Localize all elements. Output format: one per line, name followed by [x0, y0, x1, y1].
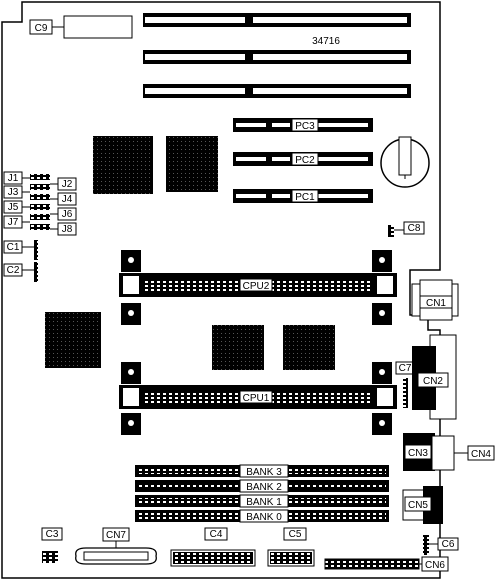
cn2-label: CN2 — [423, 376, 443, 387]
pci-label-pc3: PC3 — [295, 121, 315, 132]
battery — [380, 136, 430, 188]
isa-slots — [143, 13, 411, 98]
cn3-label: CN3 — [408, 448, 428, 459]
memory-bank-3: BANK 3 — [135, 464, 389, 478]
jumper-j3: J3 — [8, 187, 19, 198]
c8-connector: C8 — [388, 221, 425, 237]
c5-connector: C5 — [267, 527, 315, 567]
bank-label-0: BANK 0 — [246, 512, 282, 523]
chip — [166, 136, 218, 192]
cn5-port: CN5 — [402, 486, 443, 524]
cn6-label: CN6 — [425, 560, 445, 571]
pci-label-pc1: PC1 — [295, 192, 315, 203]
memory-bank-0: BANK 0 — [135, 509, 389, 523]
cpu1-label: CPU1 — [243, 393, 270, 404]
jumper-j7: J7 — [8, 217, 19, 228]
c7-label: C7 — [399, 363, 412, 374]
pci-label-pc2: PC2 — [295, 155, 315, 166]
c1-label: C1 — [7, 242, 20, 253]
cpu-socket-cpu2: CPU2 — [119, 250, 397, 325]
cn1-port: CN1 — [411, 279, 459, 321]
cn5-label: CN5 — [408, 500, 428, 511]
jumper-j8: J8 — [62, 224, 73, 235]
cn7-port: CN7 — [75, 527, 157, 565]
c4-connector: C4 — [170, 527, 256, 567]
jumper-j4: J4 — [62, 194, 73, 205]
bank-label-3: BANK 3 — [246, 467, 282, 478]
c1-connector: C1 — [3, 240, 38, 260]
pci-slots: PC3 PC2 PC1 — [233, 118, 373, 203]
memory-bank-1: BANK 1 — [135, 494, 389, 508]
pci-slot-pc3: PC3 — [233, 118, 373, 132]
c9-connector: C9 — [29, 15, 133, 39]
jumper-block: J1 J3 J5 J7 J2 J4 J6 J8 — [3, 171, 77, 236]
c8-label: C8 — [408, 223, 421, 234]
c3-connector: C3 — [41, 527, 63, 563]
cpu-socket-cpu1: CPU1 — [119, 362, 397, 435]
cn1-label: CN1 — [426, 298, 446, 309]
cn4-port: CN4 — [431, 435, 495, 471]
jumper-j2: J2 — [62, 179, 73, 190]
c4-label: C4 — [210, 529, 223, 540]
cn3-port: CN3 — [403, 433, 435, 471]
cpu2-label: CPU2 — [243, 281, 270, 292]
c3-label: C3 — [46, 529, 59, 540]
bank-label-1: BANK 1 — [246, 497, 282, 508]
memory-banks: BANK 3 BANK 2 BANK 1 BANK 0 — [135, 464, 389, 523]
jumper-j6: J6 — [62, 209, 73, 220]
cn6-port: CN6 — [324, 556, 449, 572]
bank-label-2: BANK 2 — [246, 482, 282, 493]
pci-slot-pc2: PC2 — [233, 152, 373, 166]
c6-connector: C6 — [423, 535, 459, 555]
c9-label: C9 — [35, 23, 48, 34]
part-number: 34716 — [312, 36, 340, 47]
c6-label: C6 — [442, 539, 455, 550]
cn2-port: CN2 — [412, 334, 457, 420]
c7-connector: C7 — [395, 361, 415, 408]
pci-slot-pc1: PC1 — [233, 189, 373, 203]
memory-bank-2: BANK 2 — [135, 479, 389, 493]
c5-label: C5 — [289, 529, 302, 540]
jumper-j1: J1 — [8, 173, 19, 184]
chip — [93, 136, 153, 194]
jumper-j5: J5 — [8, 202, 19, 213]
c2-label: C2 — [7, 265, 20, 276]
cn7-label: CN7 — [106, 530, 126, 541]
chip — [45, 312, 101, 368]
c2-connector: C2 — [3, 262, 38, 282]
cn4-label: CN4 — [471, 449, 491, 460]
